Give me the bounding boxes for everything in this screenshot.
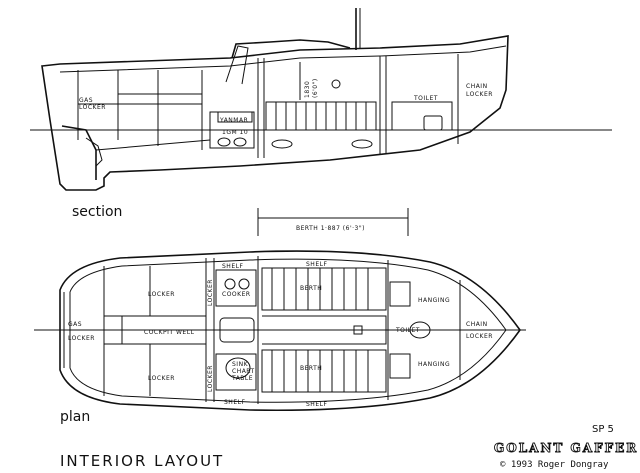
section-yanmar-label: YANMAR bbox=[219, 117, 248, 124]
berth-hatching bbox=[275, 102, 367, 130]
section-gas-locker-line1: GAS bbox=[79, 97, 93, 104]
section-headroom-line1: 1830 bbox=[304, 81, 311, 98]
plan-sink-line3: TABLE bbox=[231, 375, 253, 382]
plan-shelf-bl: SHELF bbox=[224, 399, 245, 406]
plan-locker-side-top: LOCKER bbox=[207, 279, 214, 306]
section-chain-locker-line2: LOCKER bbox=[466, 91, 493, 98]
hull-plan bbox=[59, 250, 521, 412]
berth-plan-hatching bbox=[271, 268, 369, 392]
title-block: INTERIOR LAYOUT SP 5 GOLANT GAFFER © 199… bbox=[60, 424, 638, 470]
plan-cooker: COOKER bbox=[222, 291, 251, 298]
plan-shelf-tr: SHELF bbox=[306, 261, 327, 268]
plan-gas-locker-line2: LOCKER bbox=[68, 335, 95, 342]
plan-berth-bottom: BERTH bbox=[300, 365, 322, 372]
plan-view-label: plan bbox=[60, 409, 90, 425]
plan-berth-top: BERTH bbox=[300, 285, 322, 292]
sheet-number: SP 5 bbox=[592, 424, 614, 435]
berth-dimension-label: BERTH 1·887 (6'·3") bbox=[296, 225, 365, 232]
plan-shelf-tl: SHELF bbox=[222, 263, 243, 270]
plan-chain-locker-line2: LOCKER bbox=[466, 333, 493, 340]
plan-locker-top: LOCKER bbox=[148, 291, 175, 298]
plan-sink-line2: CHART bbox=[232, 368, 255, 375]
section-gas-locker-line2: LOCKER bbox=[79, 104, 106, 111]
section-engine-label: 1GM 10 bbox=[222, 129, 248, 136]
plan-toilet: TOILET bbox=[395, 327, 420, 334]
section-view: GAS LOCKER YANMAR 1GM 10 1830 (6'0") TOI… bbox=[30, 8, 612, 220]
plan-shelf-br: SHELF bbox=[306, 401, 327, 408]
berth-dimension: BERTH 1·887 (6'·3") bbox=[257, 208, 409, 236]
plan-sink-line1: SINK bbox=[232, 361, 249, 368]
boat-name: GOLANT GAFFER bbox=[494, 441, 638, 455]
plan-cockpit-well: COCKPIT WELL bbox=[144, 329, 195, 336]
section-headroom-line2: (6'0") bbox=[312, 78, 319, 98]
plan-view: GAS LOCKER LOCKER LOCKER COCKPIT WELL LO… bbox=[34, 250, 526, 425]
plan-chain-locker-line1: CHAIN bbox=[466, 321, 488, 328]
plan-locker-bottom: LOCKER bbox=[148, 375, 175, 382]
plan-locker-side-bottom: LOCKER bbox=[207, 365, 214, 392]
plan-gas-locker-line1: GAS bbox=[68, 321, 82, 328]
copyright: © 1993 Roger Dongray bbox=[500, 460, 609, 470]
hull-profile bbox=[41, 35, 509, 191]
layout-title: INTERIOR LAYOUT bbox=[60, 452, 224, 470]
plan-hanging-top: HANGING bbox=[418, 297, 450, 304]
section-toilet-label: TOILET bbox=[413, 95, 438, 102]
plan-hanging-bottom: HANGING bbox=[418, 361, 450, 368]
section-chain-locker-line1: CHAIN bbox=[466, 83, 488, 90]
section-view-label: section bbox=[72, 204, 122, 220]
